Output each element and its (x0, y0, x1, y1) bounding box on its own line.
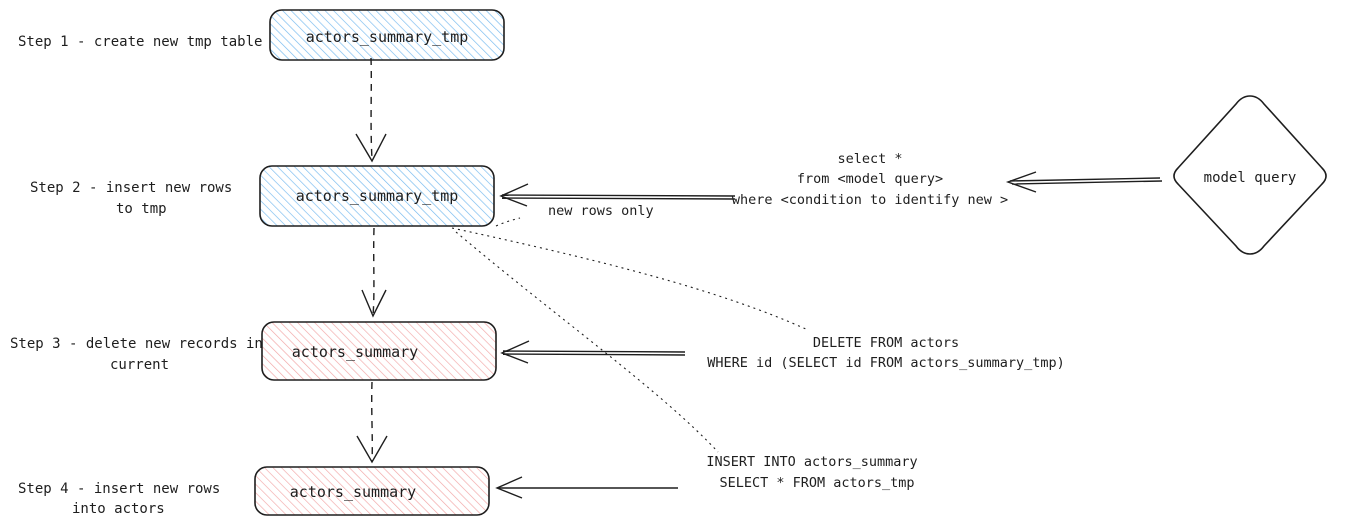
arrow-delete-to-step3 (500, 340, 686, 364)
model-query-label: model query (1204, 170, 1297, 186)
arrow-step2-to-step3 (361, 227, 387, 318)
step2-label-line2: to tmp (116, 201, 167, 217)
step1-box-label: actors_summary_tmp (306, 28, 469, 46)
select-query-line3: where <condition to identify new > (732, 192, 1008, 208)
step2-label-line1: Step 2 - insert new rows (30, 180, 232, 196)
step2-box-label: actors_summary_tmp (296, 187, 459, 205)
arrow-select-to-step2 (499, 183, 736, 207)
arrow-model-to-select (1005, 171, 1163, 193)
step4-box: actors_summary (254, 466, 490, 516)
select-query-line1: select * (837, 151, 902, 167)
step3-label-line1: Step 3 - delete new records in (10, 336, 263, 352)
delete-query-line1: DELETE FROM actors (813, 335, 959, 351)
arrow-step1-to-step2 (355, 57, 387, 163)
insert-query-line2: SELECT * FROM actors_tmp (719, 475, 914, 491)
arrow-insert-to-step4 (495, 476, 678, 499)
step3-box-label: actors_summary (292, 343, 418, 361)
step4-box-label: actors_summary (290, 483, 416, 501)
dotted-connectors (451, 217, 809, 453)
step4-label-line1: Step 4 - insert new rows (18, 481, 220, 497)
new-rows-label: new rows only (548, 203, 654, 219)
select-query-line2: from <model query> (797, 171, 943, 187)
step1-label: Step 1 - create new tmp table (18, 34, 262, 50)
step2-box: actors_summary_tmp (259, 165, 495, 227)
model-query-diamond: model query (1173, 95, 1327, 255)
step1-box: actors_summary_tmp (269, 9, 505, 61)
step3-label-line2: current (110, 357, 169, 373)
step3-box: actors_summary (261, 321, 497, 381)
delete-query-line2: WHERE id (SELECT id FROM actors_summary_… (707, 355, 1065, 371)
step4-label-line2: into actors (72, 501, 165, 517)
arrow-step3-to-step4 (356, 381, 388, 464)
insert-query-line1: INSERT INTO actors_summary (706, 454, 917, 470)
